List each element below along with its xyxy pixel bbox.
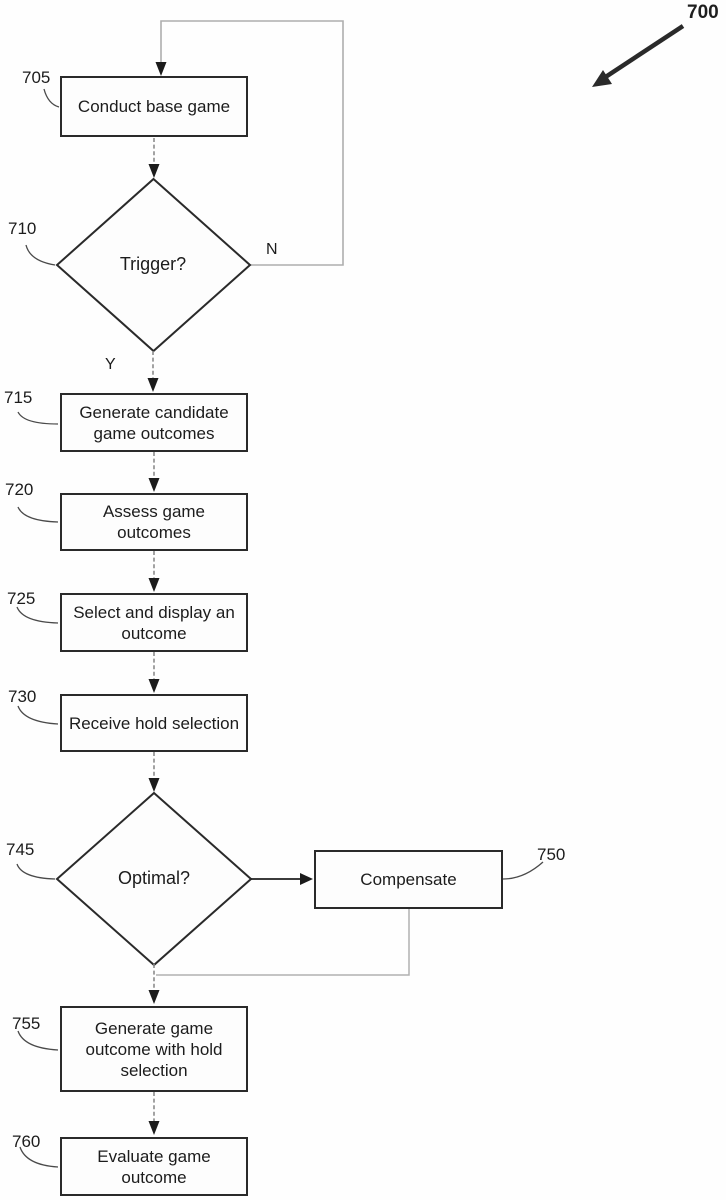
ref-755: 755 bbox=[12, 1014, 41, 1033]
node-evaluate-game-outcome-label: Evaluate game outcome bbox=[97, 1146, 211, 1187]
node-receive-hold-selection: Receive hold selection bbox=[60, 694, 248, 752]
arrowhead-into-candidates bbox=[147, 378, 159, 392]
node-receive-hold-selection-label: Receive hold selection bbox=[68, 713, 240, 733]
node-assess-game-outcomes: Assess game outcomes bbox=[60, 493, 248, 551]
node-select-display-outcome: Select and display an outcome bbox=[60, 593, 248, 652]
leader-745 bbox=[16, 863, 56, 880]
node-generate-candidate-outcomes-label: Generate candidate game outcomes bbox=[79, 402, 229, 443]
arrowhead-into-evaluate bbox=[148, 1121, 160, 1135]
ref-725: 725 bbox=[7, 589, 36, 608]
leader-725 bbox=[16, 606, 59, 624]
ref-760: 760 bbox=[12, 1132, 41, 1151]
ref-705: 705 bbox=[22, 68, 51, 87]
arrowhead-into-compensate bbox=[300, 873, 313, 885]
figure-label: 700 bbox=[687, 2, 719, 23]
branch-label-yes: Y bbox=[105, 356, 116, 373]
node-generate-candidate-outcomes: Generate candidate game outcomes bbox=[60, 393, 248, 452]
ref-745: 745 bbox=[6, 840, 35, 859]
arrowhead-into-select bbox=[148, 578, 160, 592]
ref-750: 750 bbox=[537, 845, 566, 864]
node-assess-game-outcomes-label: Assess game outcomes bbox=[102, 502, 206, 542]
node-select-display-outcome-label: Select and display an outcome bbox=[73, 602, 235, 643]
arrowhead-into-optimal bbox=[148, 778, 160, 792]
connector-compensate-return bbox=[156, 909, 410, 976]
ref-730: 730 bbox=[8, 687, 37, 706]
leader-710 bbox=[25, 244, 56, 266]
ref-720: 720 bbox=[5, 480, 34, 499]
leader-720 bbox=[17, 506, 59, 523]
arrowhead-into-generate-hold bbox=[148, 990, 160, 1004]
leader-750 bbox=[502, 861, 544, 880]
node-generate-outcome-with-hold: Generate game outcome with hold selectio… bbox=[60, 1006, 248, 1092]
figure-pointer-arrow bbox=[602, 24, 685, 80]
node-conduct-base-game-label: Conduct base game bbox=[77, 97, 231, 116]
branch-label-no: N bbox=[266, 241, 278, 258]
node-compensate: Compensate bbox=[314, 850, 503, 909]
node-conduct-base-game: Conduct base game bbox=[60, 76, 248, 137]
leader-715 bbox=[17, 411, 59, 425]
leader-730 bbox=[17, 705, 59, 725]
node-optimal-label: Optimal? bbox=[117, 868, 191, 888]
arrowhead-into-conduct bbox=[155, 62, 167, 76]
node-evaluate-game-outcome: Evaluate game outcome bbox=[60, 1137, 248, 1196]
ref-710: 710 bbox=[8, 219, 37, 238]
leader-705 bbox=[43, 88, 60, 108]
leader-755 bbox=[17, 1030, 59, 1051]
ref-715: 715 bbox=[4, 388, 33, 407]
node-generate-outcome-with-hold-label: Generate game outcome with hold selectio… bbox=[85, 1018, 223, 1080]
figure-pointer-arrowhead bbox=[592, 70, 612, 87]
connector-trigger-no-loop bbox=[160, 20, 344, 266]
node-trigger-label: Trigger? bbox=[119, 254, 187, 274]
node-compensate-label: Compensate bbox=[360, 870, 457, 889]
leader-760 bbox=[19, 1146, 59, 1168]
arrowhead-into-assess bbox=[148, 478, 160, 492]
arrowhead-into-trigger bbox=[148, 164, 160, 178]
arrowhead-into-hold bbox=[148, 679, 160, 693]
